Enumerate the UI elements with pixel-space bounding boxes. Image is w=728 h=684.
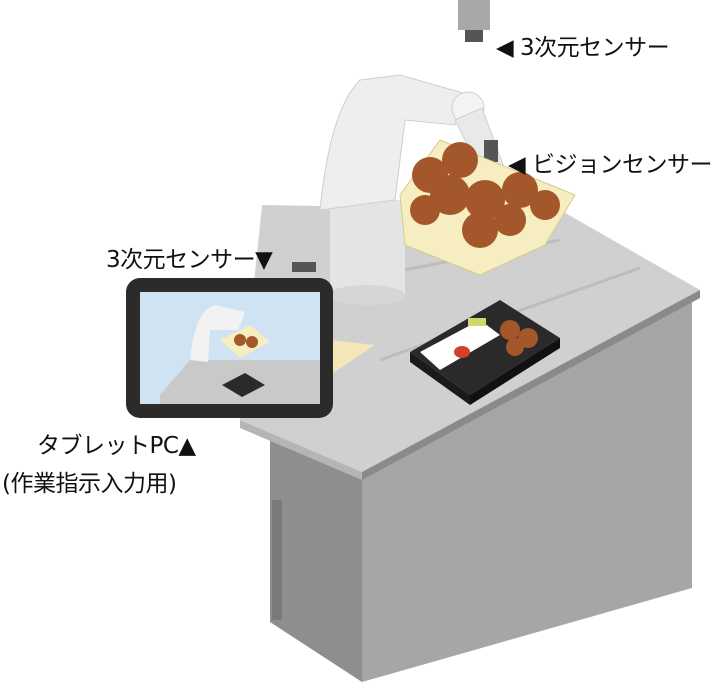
- tablet-pc: [126, 278, 333, 418]
- overhead-3d-sensor-label: ◀ 3次元センサー: [496, 35, 670, 61]
- robot-arm: [319, 74, 506, 305]
- tablet-note-label: (作業指示入力用): [2, 471, 177, 497]
- overhead-3d-sensor: [458, 0, 490, 42]
- vision-sensor-label: ◀ ビジョンセンサー: [508, 152, 713, 178]
- tablet-label: タブレットPC▲: [37, 433, 196, 459]
- vision-sensor: [484, 140, 498, 162]
- bento-box: [410, 300, 560, 405]
- table-3d-sensor-label: 3次元センサー▼: [106, 247, 273, 273]
- table-3d-sensor: [292, 262, 316, 272]
- counter: [240, 205, 700, 682]
- food-tray: [399, 139, 576, 276]
